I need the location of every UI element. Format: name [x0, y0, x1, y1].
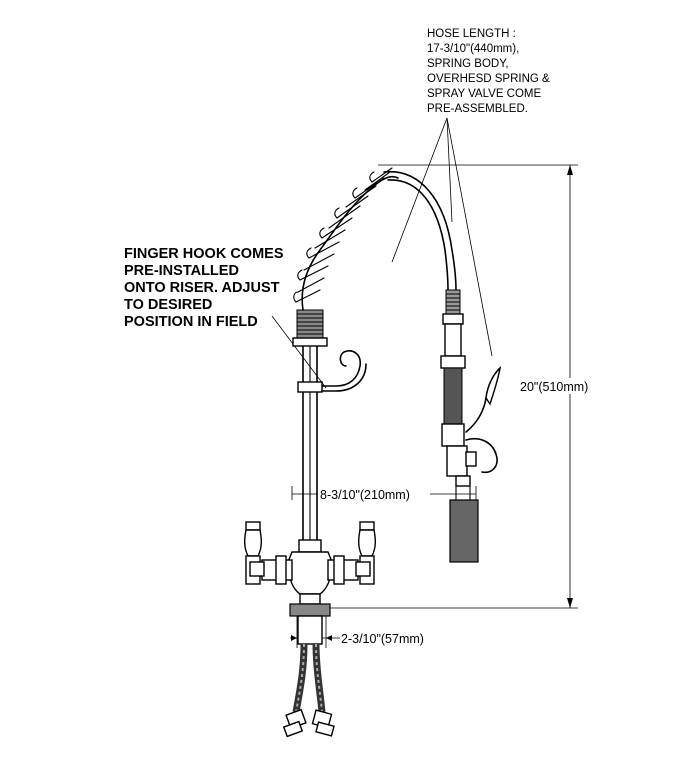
- hook-clamp: [297, 381, 323, 393]
- body-top-nut: [298, 539, 322, 553]
- spray-valve-stop: [465, 451, 477, 467]
- left-handle-valve: [249, 561, 265, 577]
- base-flange: [289, 603, 331, 617]
- leader-to-valve: [446, 117, 493, 357]
- spring-body: [292, 309, 328, 347]
- right-handle-cap: [359, 521, 375, 531]
- hose-outer: [383, 170, 457, 291]
- right-handle-valve: [355, 561, 371, 577]
- valve-coupling: [440, 355, 466, 369]
- hose-note-line-6: PRE-ASSEMBLED.: [427, 103, 528, 115]
- spring-collar: [292, 337, 328, 347]
- supply-hose-left-braid: [295, 643, 305, 713]
- valve-body-upper: [444, 323, 462, 357]
- reach-label: 8-3/10"(210mm): [320, 488, 410, 502]
- reach-label-bg: [318, 486, 430, 502]
- supply-hose-right-braid: [315, 643, 323, 713]
- supply-hoses: [282, 643, 335, 738]
- supply-nut-left: [282, 720, 304, 738]
- spray-valve-connector: [455, 475, 471, 487]
- base-arrow-left: [291, 635, 297, 641]
- right-arm-nut: [333, 555, 345, 585]
- hose-note: HOSE LENGTH : 17-3/10"(440mm), SPRING BO…: [427, 28, 550, 115]
- hose-note-line-1: HOSE LENGTH :: [427, 28, 516, 40]
- hose-note-leaders: [391, 117, 493, 357]
- supply-hose-left: [292, 643, 308, 713]
- left-arm-nut: [275, 555, 287, 585]
- spray-valve-neck: [446, 445, 468, 477]
- supply-nut-right: [315, 721, 335, 737]
- finger-hook: [297, 350, 367, 393]
- height-label: 20"(510mm): [520, 380, 588, 394]
- hose-note-line-3: SPRING BODY,: [427, 58, 509, 70]
- hose-inner: [387, 179, 449, 291]
- hose-note-line-4: OVERHESD SPRING &: [427, 73, 550, 85]
- reach-dimension: 8-3/10"(210mm): [291, 486, 477, 502]
- finger-hook-line-2: PRE-INSTALLED: [124, 263, 239, 279]
- finger-hook-line-5: POSITION IN FIELD: [124, 314, 258, 330]
- height-arrow-top: [567, 165, 573, 175]
- right-handle-grip: [357, 529, 377, 557]
- finger-hook-line-4: TO DESIRED: [124, 297, 212, 313]
- leader-to-hose: [446, 117, 453, 223]
- hose-note-line-5: SPRAY VALVE COME: [427, 88, 542, 100]
- hook-arm-lower: [321, 363, 367, 392]
- spray-valve-head: [441, 423, 465, 447]
- finger-hook-line-1: FINGER HOOK COMES: [124, 246, 284, 262]
- left-handle-grip: [243, 529, 263, 557]
- spring-coils: [295, 167, 393, 303]
- hose: [383, 170, 457, 291]
- base-label: 2-3/10"(57mm): [341, 632, 424, 646]
- height-arrow-bottom: [567, 598, 573, 608]
- finger-hook-line-3: ONTO RISER. ADJUST: [124, 280, 280, 296]
- spray-valve-grip: [443, 367, 463, 425]
- supply-hose-right: [312, 643, 326, 713]
- hose-nut: [442, 313, 464, 325]
- hook-arm: [321, 350, 362, 387]
- hose-connector: [440, 289, 466, 369]
- body-tee: [287, 551, 333, 595]
- leader-to-spring: [391, 117, 448, 263]
- hose-end-lines: [445, 293, 461, 311]
- hose-note-line-2: 17-3/10"(440mm),: [427, 43, 519, 55]
- height-label-bg: [518, 378, 612, 394]
- base-shank: [297, 615, 323, 645]
- height-dimension: 20"(510mm): [322, 164, 612, 609]
- spring-coil-ends: [293, 171, 375, 303]
- faucet-body: [261, 539, 359, 645]
- spring-center-hose: [301, 175, 399, 311]
- spray-valve: [441, 365, 502, 563]
- riser-pipe: [302, 344, 318, 541]
- spray-head: [449, 499, 479, 563]
- left-handle[interactable]: [243, 521, 265, 585]
- overhead-spring: [293, 167, 399, 311]
- base-arrow-right: [326, 635, 332, 641]
- left-handle-cap: [245, 521, 261, 531]
- spring-body-lines: [296, 313, 324, 339]
- body-bottom-nut: [299, 593, 321, 605]
- right-handle[interactable]: [355, 521, 377, 585]
- spray-valve-lever-tip: [485, 365, 502, 406]
- finger-hook-note: FINGER HOOK COMES PRE-INSTALLED ONTO RIS…: [124, 246, 284, 330]
